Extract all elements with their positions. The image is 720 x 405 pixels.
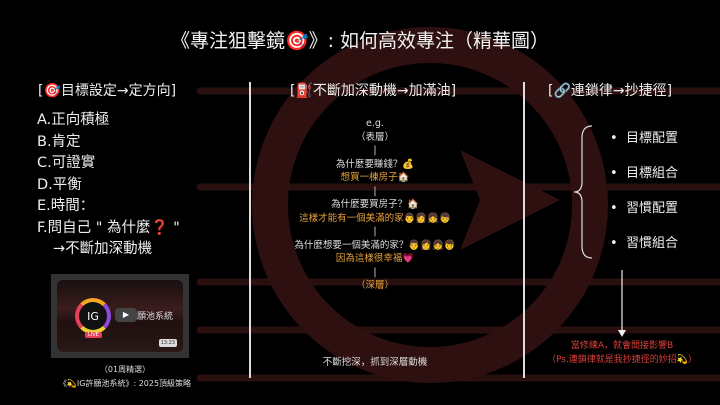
chain-line: （表層） [355, 131, 394, 143]
chain-line: （深層） [355, 280, 394, 291]
chain-line: 為什麼要賺錢？💰 [335, 158, 415, 170]
list-item: • 習慣組合 [610, 236, 678, 251]
list-item: • 目標組合 [610, 166, 678, 181]
chain-line: 想買一棟房子🏠 [340, 172, 410, 183]
chain-line: e.g. [366, 118, 384, 129]
list-item: • 目標配置 [610, 131, 678, 146]
video-title: 願池系統 [137, 312, 174, 322]
video-caption-title: 《💫IG許願池系統》: 2025頂級策略 [58, 379, 192, 388]
goal-list: A.正向積極 B.肯定 C.可證實 D.平衡 E.時間： F.問自己 " 為什麼… [37, 110, 180, 261]
item-label: 習慣組合 [625, 236, 678, 251]
item-label: 目標配置 [625, 131, 678, 146]
list-item: E.時間： [37, 198, 95, 214]
left-header: [🎯目標設定→定方向] [38, 83, 177, 99]
chain-line: | [373, 185, 377, 197]
list-item: B.肯定 [37, 133, 81, 150]
chain-line: | [373, 266, 377, 278]
right-header: [🔗連鎖律→抄捷徑] [548, 83, 673, 99]
chain-line: 為什麼要買房子？🏠 [331, 199, 419, 210]
chain-line: 這樣才能有一個美滿的家👨👩👧👦 [299, 212, 451, 224]
column-divider [249, 82, 251, 378]
motivation-chain: e.g. （表層） | 為什麼要賺錢？💰 想買一棟房子🏠 | 為什麼要買房子？🏠… [260, 117, 490, 293]
list-item: F.問自己 " 為什麼❓ " [37, 219, 180, 236]
ig-logo: IG [75, 298, 111, 334]
item-label: 習慣配置 [625, 201, 678, 216]
chain-line: | [373, 226, 377, 237]
live-badge: LIVE [85, 332, 102, 338]
list-item: A.正向積極 [37, 112, 110, 128]
arrow-down-icon [618, 270, 626, 337]
column-divider [523, 82, 525, 378]
list-item: D.平衡 [37, 176, 82, 193]
play-button[interactable]: ▶ [115, 308, 137, 322]
video-duration: 13:23 [158, 339, 177, 347]
page-title: 《專注狙擊鏡🎯》: 如何高效專注（精華圖） [170, 30, 550, 52]
brace-icon [573, 125, 593, 259]
chain-line: | [373, 145, 377, 156]
list-item: C.可證實 [37, 155, 96, 171]
video-caption: （01周精選） [99, 365, 151, 374]
video-thumbnail[interactable]: IG LIVE ▶ 願池系統 13:23 [51, 274, 189, 358]
chain-note-ps: （Ps.連鎖律就是我抄捷徑的妙招💫） [546, 355, 698, 365]
chain-line: 為什麼想要一個美滿的家？👨👩👧👦 [294, 239, 456, 251]
chain-note: 當修練A，就會間接影響B [570, 341, 674, 351]
middle-footer: 不斷挖深，抓到深層動機 [322, 357, 428, 368]
list-item: • 習慣配置 [610, 201, 678, 216]
item-label: 目標組合 [625, 166, 678, 181]
middle-header: [⛽不斷加深動機→加滿油] [290, 83, 457, 99]
list-item: →不斷加深動機 [53, 241, 153, 257]
chain-line: 因為這樣很幸福💗 [335, 253, 415, 264]
